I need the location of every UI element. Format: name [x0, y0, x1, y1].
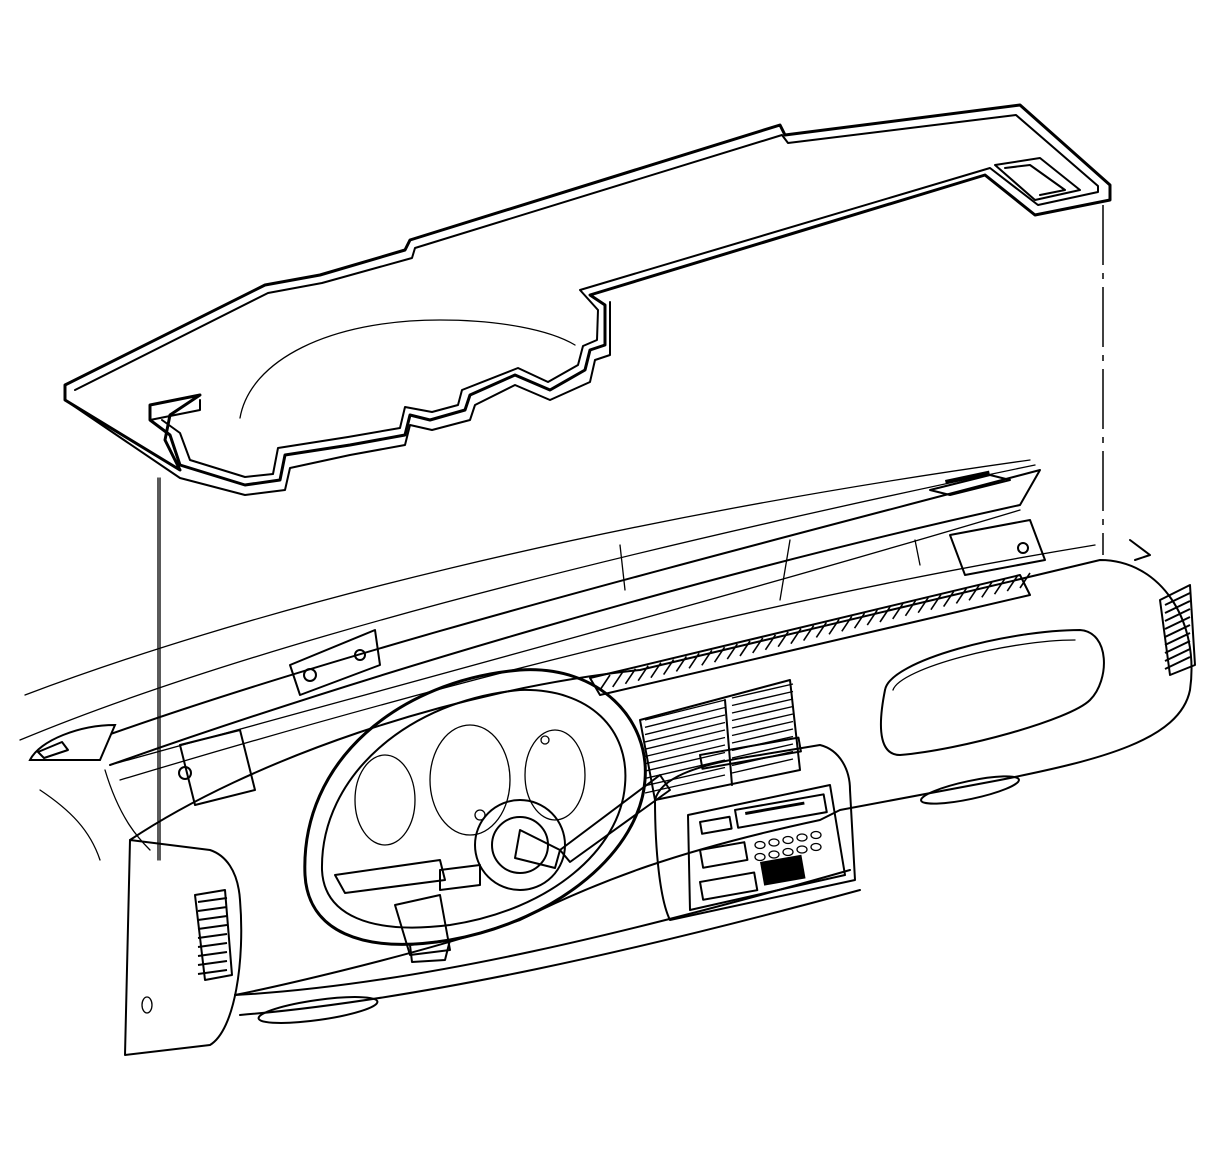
- vent-slat: [879, 606, 891, 623]
- vent-slat: [917, 597, 929, 614]
- vent-slat: [930, 594, 942, 611]
- vent-slat: [731, 705, 794, 722]
- vent-slat: [1164, 632, 1191, 646]
- radio-button-knob: [810, 830, 822, 840]
- vent-slat: [644, 706, 726, 728]
- vent-slat: [731, 698, 794, 714]
- defrost-vent-slats: [599, 572, 1031, 691]
- vent-slat: [197, 915, 228, 921]
- vent-slat: [197, 951, 228, 957]
- dash-pad-cover: [63, 103, 1112, 496]
- vent-slat: [904, 600, 917, 617]
- vent-slat: [942, 591, 955, 607]
- vent-slat: [197, 933, 228, 939]
- vent-slat: [197, 897, 228, 903]
- vent-slat: [1019, 572, 1031, 589]
- vent-slat: [644, 729, 726, 750]
- vent-slat: [644, 714, 726, 736]
- radio-button-knob: [810, 842, 822, 852]
- vent-slat: [644, 736, 726, 758]
- vent-slat: [644, 759, 726, 780]
- instrument-panel-assembly: [19, 459, 1196, 1056]
- vent-slat: [197, 969, 228, 975]
- radio-button-knob: [754, 840, 766, 850]
- vent-slat: [1164, 608, 1191, 622]
- vent-slat: [802, 625, 815, 641]
- radio-button-knob: [782, 847, 794, 857]
- vent-slat: [815, 622, 828, 638]
- vent-slat: [981, 581, 993, 598]
- vent-slat: [955, 588, 968, 604]
- vent-slat: [731, 728, 794, 744]
- vent-slat: [892, 603, 904, 620]
- vent-slat: [1164, 616, 1191, 630]
- vent-slat: [644, 774, 726, 794]
- vent-slat: [197, 906, 228, 912]
- vent-slat: [968, 584, 980, 601]
- vent-slat: [841, 615, 853, 632]
- vent-slat: [731, 683, 794, 699]
- vent-slat: [1164, 592, 1191, 606]
- vent-slat: [612, 671, 624, 688]
- vent-slat: [599, 674, 611, 691]
- vent-slat: [197, 942, 228, 948]
- vent-slat: [644, 699, 726, 721]
- vent-slat: [1164, 600, 1191, 614]
- radio-button-knob: [782, 835, 794, 845]
- radio-button-knob: [768, 850, 780, 859]
- vent-slat: [197, 924, 228, 930]
- radio-button-knob: [796, 845, 808, 854]
- vent-slat: [731, 690, 794, 707]
- vent-slat: [853, 612, 866, 629]
- vent-slat: [731, 713, 794, 729]
- vent-slat: [993, 578, 1006, 595]
- steering-wheel: [303, 668, 671, 963]
- vent-slat: [731, 743, 794, 759]
- vent-slat: [644, 744, 726, 765]
- radio-button-knob: [796, 833, 808, 842]
- radio-button-knob: [768, 838, 780, 847]
- vent-slat: [866, 609, 878, 626]
- vent-slat: [644, 721, 726, 743]
- vent-slat: [731, 758, 794, 774]
- alignment-lines: [157, 205, 1104, 861]
- vent-slat: [1164, 624, 1191, 638]
- vent-slat: [1164, 640, 1191, 654]
- vent-slat: [1006, 575, 1018, 592]
- vent-slat: [828, 618, 840, 635]
- vent-slat: [1164, 648, 1191, 662]
- vent-slat: [731, 720, 794, 737]
- vent-slat: [644, 751, 726, 772]
- radio-button-knob: [754, 852, 766, 862]
- vent-slat: [197, 960, 228, 966]
- vent-slat: [644, 766, 726, 787]
- vent-slat: [1164, 656, 1191, 670]
